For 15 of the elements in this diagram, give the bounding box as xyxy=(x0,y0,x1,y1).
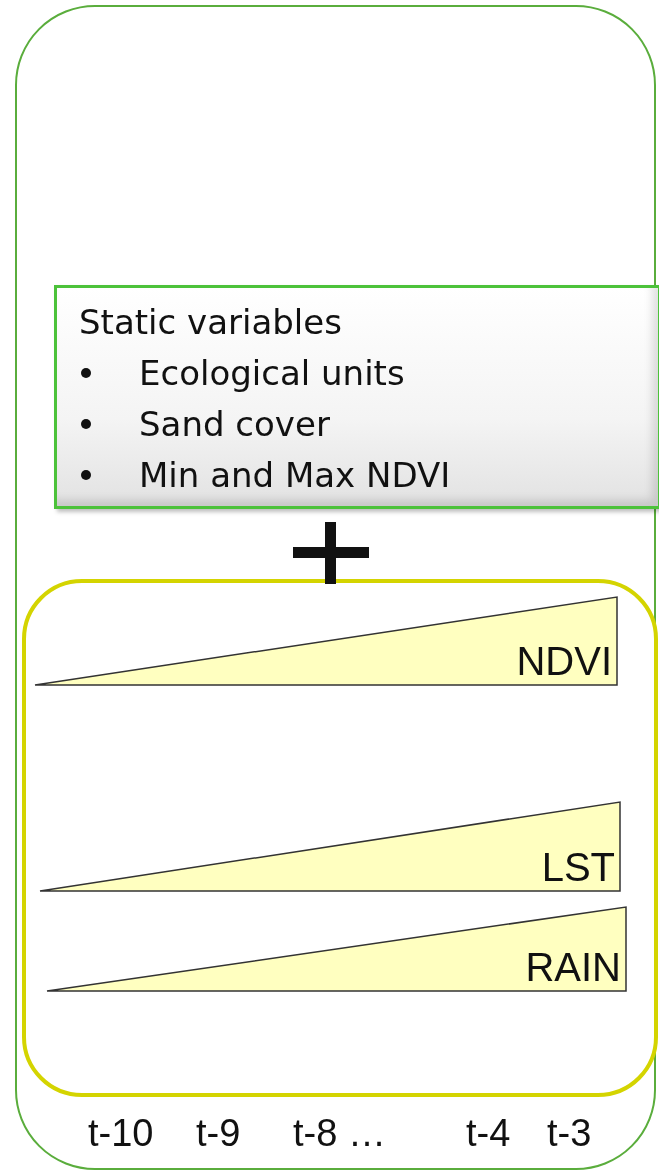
list-item: Sand cover xyxy=(139,403,330,444)
list-item: Ecological units xyxy=(139,352,405,393)
text-card xyxy=(54,285,659,509)
time-step-label: t-3 xyxy=(547,1112,592,1155)
group-outline xyxy=(22,579,658,1097)
time-step-label: t-9 xyxy=(196,1112,241,1155)
panel-outline xyxy=(15,5,656,1170)
card-heading: Static variables xyxy=(79,301,342,342)
wedge-label: LST xyxy=(541,845,615,890)
time-step-label: t-8 … xyxy=(293,1112,386,1155)
list-item: Min and Max NDVI xyxy=(139,454,451,495)
time-step-label: t-4 xyxy=(466,1112,511,1155)
wedge-label: NDVI xyxy=(516,639,612,684)
time-step-label: t-10 xyxy=(88,1112,154,1155)
wedge-label: RAIN xyxy=(525,945,621,990)
